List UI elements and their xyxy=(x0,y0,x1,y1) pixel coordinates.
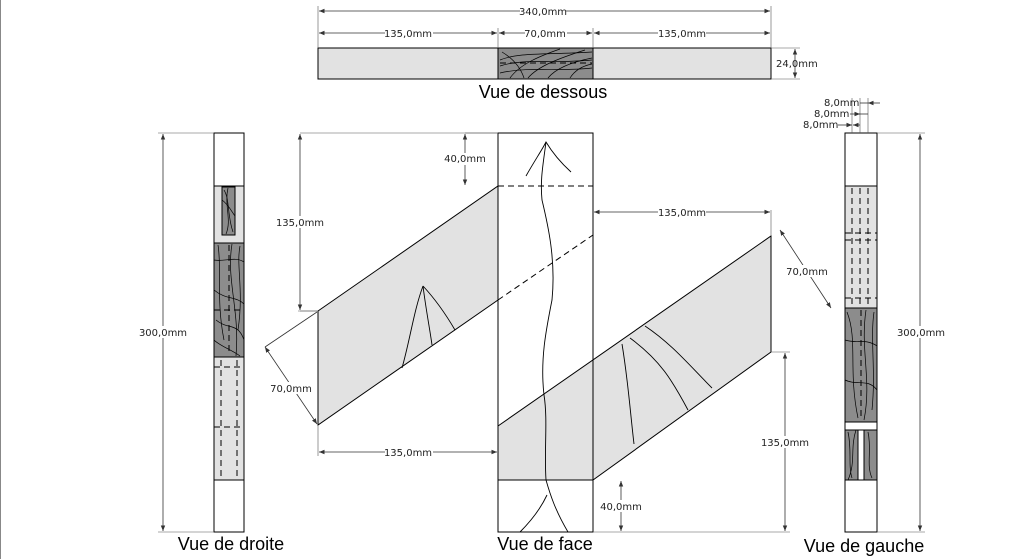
left-view-upper-light xyxy=(844,185,878,309)
view-label-gauche: Vue de gauche xyxy=(804,536,924,556)
dim-face-left-70: 70,0mm xyxy=(270,384,312,395)
bottom-view-right-board xyxy=(592,47,772,80)
front-left-diagonal-board xyxy=(317,185,499,426)
right-view: 300,0mm Vue de droite xyxy=(139,132,284,554)
dim-left-8c: 8,0mm xyxy=(803,120,838,131)
dim-top-right-135: 135,0mm xyxy=(658,29,706,40)
right-view-dark-grain xyxy=(213,243,245,357)
left-view-tenon-grain xyxy=(847,429,873,481)
front-right-diagonal-board xyxy=(497,235,772,481)
dim-face-left-135: 135,0mm xyxy=(276,218,324,229)
view-label-droite: Vue de droite xyxy=(178,534,284,554)
dim-left-8b: 8,0mm xyxy=(814,109,849,120)
front-center-post xyxy=(497,132,594,533)
bottom-view: 340,0mm 135,0mm 70,0mm 135,0mm 24,0mm Vu… xyxy=(317,5,818,102)
dim-top-thickness: 24,0mm xyxy=(776,59,818,70)
front-view: 40,0mm 135,0mm 70,0mm 135,0mm 135,0mm 70… xyxy=(264,132,832,554)
dim-face-right-top-135: 135,0mm xyxy=(658,208,706,219)
left-view-lower-tenon-left xyxy=(844,429,859,481)
left-view: 8,0mm 8,0mm 8,0mm 300,0mm Vue de gauche xyxy=(803,98,945,556)
dim-face-right-70: 70,0mm xyxy=(786,267,828,278)
left-view-gap xyxy=(844,421,878,431)
dim-face-bottom-40: 40,0mm xyxy=(600,502,642,513)
dim-face-top-40: 40,0mm xyxy=(444,154,486,165)
dim-face-bottom-135: 135,0mm xyxy=(384,448,432,459)
right-view-lower-light xyxy=(213,356,245,481)
dim-left-8a: 8,0mm xyxy=(824,98,859,109)
dim-left-height: 300,0mm xyxy=(897,328,945,339)
bottom-view-left-board xyxy=(317,47,499,80)
dim-top-mid-70: 70,0mm xyxy=(524,29,566,40)
dim-total-width: 340,0mm xyxy=(519,7,567,18)
dim-right-height: 300,0mm xyxy=(139,328,187,339)
view-label-face: Vue de face xyxy=(497,534,592,554)
dim-top-left-135: 135,0mm xyxy=(384,29,432,40)
view-label-dessous: Vue de dessous xyxy=(479,82,607,102)
dim-face-right-135: 135,0mm xyxy=(761,438,809,449)
right-view-mortise-grain xyxy=(221,187,236,235)
